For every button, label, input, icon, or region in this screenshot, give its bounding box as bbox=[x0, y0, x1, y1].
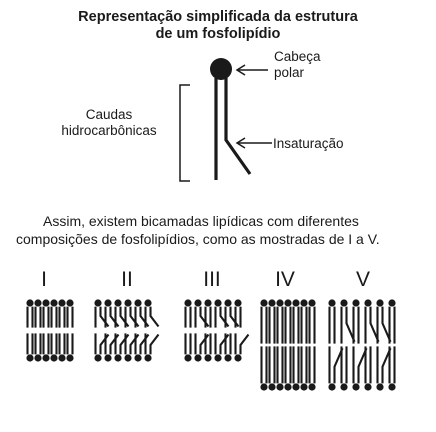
bilayer-V-top-lipid-5-tail-b bbox=[381, 306, 392, 343]
bilayer-V-bottom-lipid-5-tail-b bbox=[381, 347, 392, 384]
bilayer-I-bottom-lipid-5-head bbox=[58, 354, 66, 362]
bilayer-III-top-lipid-6-head bbox=[234, 299, 242, 307]
bilayer-IV-bottom-lipid-4-head bbox=[284, 383, 292, 391]
bilayer-V-top-lipid-1-head bbox=[328, 299, 336, 307]
bilayer-III-bottom-lipid-4-head bbox=[214, 354, 222, 362]
head-arrow bbox=[235, 64, 268, 76]
polar-head bbox=[210, 58, 232, 80]
bilayer-V-bottom-lipid-2-head bbox=[340, 383, 348, 391]
bilayer-II-bottom-lipid-3-head bbox=[114, 354, 122, 362]
bilayer-I-bottom-lipid-4-head bbox=[50, 354, 58, 362]
bilayer-I-top-lipid-6-head bbox=[66, 299, 74, 307]
bilayer-V-top-lipid-4-head bbox=[364, 299, 372, 307]
bilayer-IV-top-lipid-2-head bbox=[268, 299, 276, 307]
bilayer-label-III: III bbox=[203, 268, 221, 291]
title-line-2: de um fosfolipídio bbox=[155, 26, 281, 42]
bilayer-I-top-lipid-3-head bbox=[42, 299, 50, 307]
tails-label-line-2: hidrocarbônicas bbox=[61, 123, 157, 138]
title-line-1: Representação simplificada da estrutura bbox=[78, 9, 358, 25]
bilayer-II-top-lipid-2-head bbox=[104, 299, 112, 307]
bilayer-III-top-lipid-3-head bbox=[204, 299, 212, 307]
bilayer-II-bottom-lipid-4-head bbox=[124, 354, 132, 362]
bilayer-I-top-lipid-1-head bbox=[26, 299, 34, 307]
bilayer-V-top-lipid-2-head bbox=[340, 299, 348, 307]
bilayer-V-bottom-lipid-5-head bbox=[376, 383, 384, 391]
tails-bracket bbox=[179, 84, 190, 182]
tails-label: Caudas hidrocarbônicas bbox=[54, 107, 164, 139]
unsaturated-tail bbox=[224, 78, 252, 175]
bilayer-V-top-lipid-6-head bbox=[388, 299, 396, 307]
bilayer-IV-bottom-lipid-5-head bbox=[292, 383, 300, 391]
bilayer-III-bottom-lipid-5-head bbox=[224, 354, 232, 362]
bilayer-III-bottom-lipid-6-tail-b bbox=[239, 333, 250, 355]
bilayer-II-top-lipid-4-head bbox=[124, 299, 132, 307]
description-paragraph: Assim, existem bicamadas lipídicas com d… bbox=[16, 212, 424, 248]
paragraph-line-1: Assim, existem bicamadas lipídicas com d… bbox=[43, 213, 359, 229]
bilayer-II-top-lipid-5-head bbox=[134, 299, 142, 307]
bilayer-II-top-lipid-6-tail-b bbox=[149, 306, 160, 328]
bilayer-II-top-lipid-6-head bbox=[144, 299, 152, 307]
bilayer-I-top-lipid-5-head bbox=[58, 299, 66, 307]
bilayer-IV-top-lipid-1-head bbox=[260, 299, 268, 307]
bilayer-III-bottom-lipid-6-head bbox=[234, 354, 242, 362]
bilayer-II-bottom-lipid-6-tail-b bbox=[149, 333, 160, 355]
bilayer-label-V: V bbox=[355, 268, 371, 291]
bilayer-V-bottom-lipid-4-head bbox=[364, 383, 372, 391]
bilayer-V-bottom-lipid-1-tail-b bbox=[333, 347, 344, 384]
bilayer-IV-bottom-lipid-6-head bbox=[300, 383, 308, 391]
bilayer-IV-bottom-lipid-2-head bbox=[268, 383, 276, 391]
bilayer-I-bottom-lipid-3-head bbox=[42, 354, 50, 362]
bilayer-III-top-lipid-2-head bbox=[194, 299, 202, 307]
bilayer-II-top-lipid-3-head bbox=[114, 299, 122, 307]
diagram-title: Representação simplificada da estrutura … bbox=[0, 9, 436, 43]
bilayer-V-top-lipid-3-head bbox=[352, 299, 360, 307]
bilayer-label-I: I bbox=[41, 268, 47, 291]
bilayer-III-bottom-lipid-3-head bbox=[204, 354, 212, 362]
bilayer-V-top-lipid-2-tail-b bbox=[345, 306, 356, 343]
bilayer-I-top-lipid-2-head bbox=[34, 299, 42, 307]
bilayer-I-top-lipid-4-head bbox=[50, 299, 58, 307]
bilayer-III-bottom-lipid-1-head bbox=[184, 354, 192, 362]
bilayer-IV-top-lipid-5-head bbox=[292, 299, 300, 307]
bilayer-I-bottom-lipid-1-head bbox=[26, 354, 34, 362]
head-label-line-2: polar bbox=[274, 65, 305, 80]
bilayer-V-top-lipid-4-tail-b bbox=[369, 306, 380, 343]
tails-label-line-1: Caudas bbox=[85, 107, 133, 122]
bilayer-II-bottom-lipid-5-head bbox=[134, 354, 142, 362]
bilayer-label-II: II bbox=[121, 268, 133, 291]
bilayer-IV-top-lipid-3-head bbox=[276, 299, 284, 307]
bilayer-IV-bottom-lipid-7-head bbox=[308, 383, 316, 391]
bilayer-III-bottom-lipid-2-head bbox=[194, 354, 202, 362]
bilayer-II-top-lipid-1-head bbox=[94, 299, 102, 307]
bilayer-III-top-lipid-5-head bbox=[224, 299, 232, 307]
bilayer-I-bottom-lipid-2-head bbox=[34, 354, 42, 362]
head-label: Cabeça polar bbox=[274, 49, 321, 81]
unsaturation-arrow bbox=[235, 137, 272, 149]
bilayer-V-bottom-lipid-6-head bbox=[388, 383, 396, 391]
paragraph-line-2: composições de fosfolipídios, como as mo… bbox=[16, 231, 380, 247]
bilayer-III-top-lipid-4-head bbox=[214, 299, 222, 307]
bilayer-IV-top-lipid-7-head bbox=[308, 299, 316, 307]
bilayer-II-bottom-lipid-1-head bbox=[94, 354, 102, 362]
bilayer-IV-bottom-lipid-1-head bbox=[260, 383, 268, 391]
bilayer-IV-bottom-lipid-3-head bbox=[276, 383, 284, 391]
bilayer-label-IV: IV bbox=[275, 268, 295, 291]
bilayer-II-bottom-lipid-2-head bbox=[104, 354, 112, 362]
head-label-line-1: Cabeça bbox=[274, 49, 321, 64]
bilayer-II-bottom-lipid-6-head bbox=[144, 354, 152, 362]
bilayer-V-bottom-lipid-1-head bbox=[328, 383, 336, 391]
unsaturation-label: Insaturação bbox=[273, 136, 344, 151]
bilayer-V-top-lipid-5-head bbox=[376, 299, 384, 307]
bilayer-III-top-lipid-1-head bbox=[184, 299, 192, 307]
bilayer-V-bottom-lipid-3-tail-b bbox=[357, 347, 368, 384]
bilayer-IV-top-lipid-6-head bbox=[300, 299, 308, 307]
bilayer-I-bottom-lipid-6-head bbox=[66, 354, 74, 362]
bilayer-V-bottom-lipid-3-head bbox=[352, 383, 360, 391]
bilayer-IV-top-lipid-4-head bbox=[284, 299, 292, 307]
